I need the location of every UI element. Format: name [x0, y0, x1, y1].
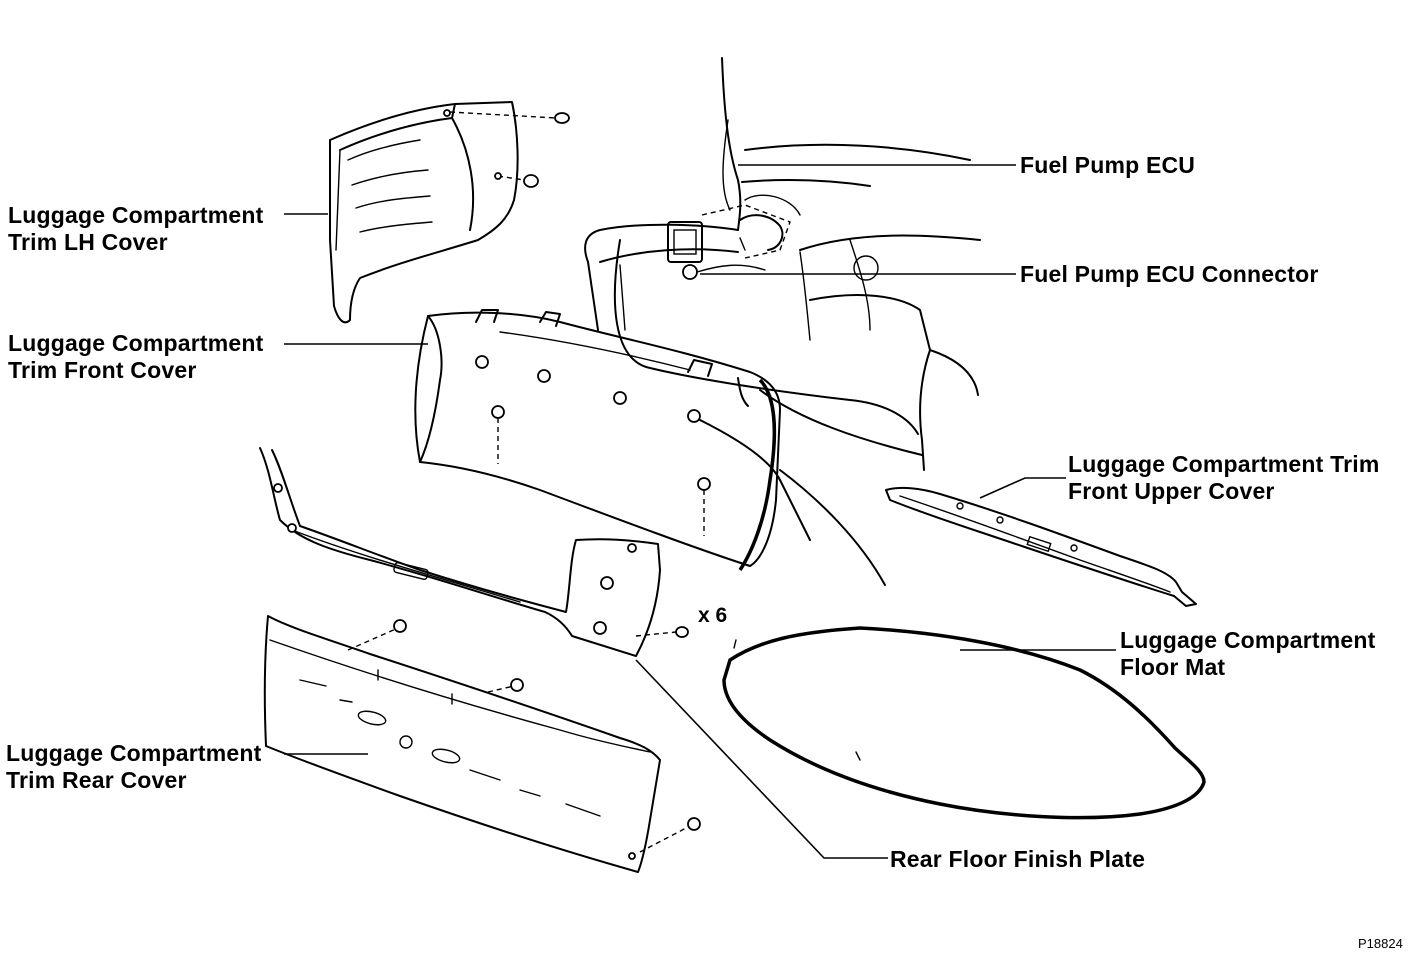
label-rear-floor-finish-plate: Rear Floor Finish Plate — [890, 846, 1146, 872]
label-trim-rear-cover: Luggage Compartment Trim Rear Cover — [6, 740, 262, 794]
trim-front-cover-part — [414, 309, 781, 571]
label-front-upper-cover: Luggage Compartment Trim Front Upper Cov… — [1068, 451, 1380, 505]
label-trim-lh-cover: Luggage Compartment Trim LH Cover — [8, 202, 264, 256]
floor-mat-part — [722, 626, 1206, 820]
label-trim-rear-cover-line-1: Luggage Compartment — [6, 740, 262, 766]
rear-floor-finish-plate-part — [259, 447, 689, 657]
quantity-note: x 6 — [698, 604, 728, 627]
front-upper-cover-part — [885, 486, 1197, 607]
label-floor-mat: Luggage Compartment Floor Mat — [1120, 627, 1376, 681]
label-trim-lh-cover-line-2: Trim LH Cover — [8, 229, 168, 255]
fuel-pump-ecu-assembly — [667, 204, 791, 280]
vehicle-body-outline — [584, 57, 981, 586]
label-floor-mat-line-1: Luggage Compartment — [1120, 627, 1376, 653]
trim-rear-cover-part — [263, 615, 701, 873]
trim-lh-cover-part — [329, 101, 570, 324]
label-trim-lh-cover-line-1: Luggage Compartment — [8, 202, 264, 228]
label-trim-front-cover: Luggage Compartment Trim Front Cover — [8, 330, 264, 384]
label-trim-rear-cover-line-2: Trim Rear Cover — [6, 767, 187, 793]
label-floor-mat-line-2: Floor Mat — [1120, 654, 1226, 680]
label-trim-front-cover-line-1: Luggage Compartment — [8, 330, 264, 356]
label-fuel-pump-ecu: Fuel Pump ECU — [1020, 152, 1196, 178]
leader-lines — [284, 164, 1116, 859]
label-fuel-pump-ecu-connector: Fuel Pump ECU Connector — [1020, 261, 1319, 287]
figure-id: P18824 — [1358, 936, 1403, 951]
label-front-upper-cover-line-1: Luggage Compartment Trim — [1068, 451, 1380, 477]
label-trim-front-cover-line-2: Trim Front Cover — [8, 357, 197, 383]
label-front-upper-cover-line-2: Front Upper Cover — [1068, 478, 1275, 504]
